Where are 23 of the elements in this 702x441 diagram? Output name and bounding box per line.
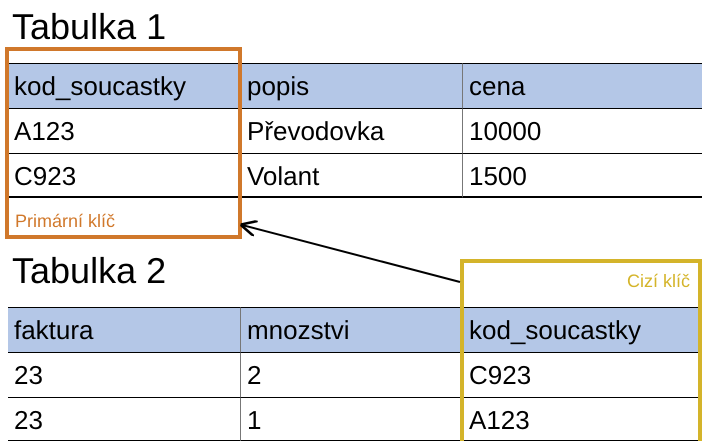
key-label: Primární klíč <box>15 211 116 232</box>
table-cell: Převodovka <box>240 108 462 153</box>
header-cell: mnozstvi <box>240 307 462 352</box>
table-cell: Volant <box>240 153 462 198</box>
key-label: Cizí klíč <box>627 271 690 292</box>
table-cell: A123 <box>8 108 240 153</box>
header-cell: kod_soucastky <box>8 63 240 108</box>
table-cell: 23 <box>8 352 240 397</box>
foreign-key-highlight <box>460 259 702 441</box>
primary-key-highlight <box>5 47 242 239</box>
table-title: Tabulka 1 <box>12 6 166 48</box>
header-cell: popis <box>240 63 462 108</box>
table-cell: 10000 <box>462 108 702 153</box>
table-cell: 2 <box>240 352 462 397</box>
header-cell: cena <box>462 63 702 108</box>
table-cell: C923 <box>462 352 702 397</box>
table-title: Tabulka 2 <box>12 250 166 292</box>
arrow <box>239 220 460 283</box>
table-cell: 23 <box>8 397 240 441</box>
table-cell: C923 <box>8 153 240 198</box>
table-cell: 1500 <box>462 153 702 198</box>
header-cell: faktura <box>8 307 240 352</box>
table-cell: 1 <box>240 397 462 441</box>
